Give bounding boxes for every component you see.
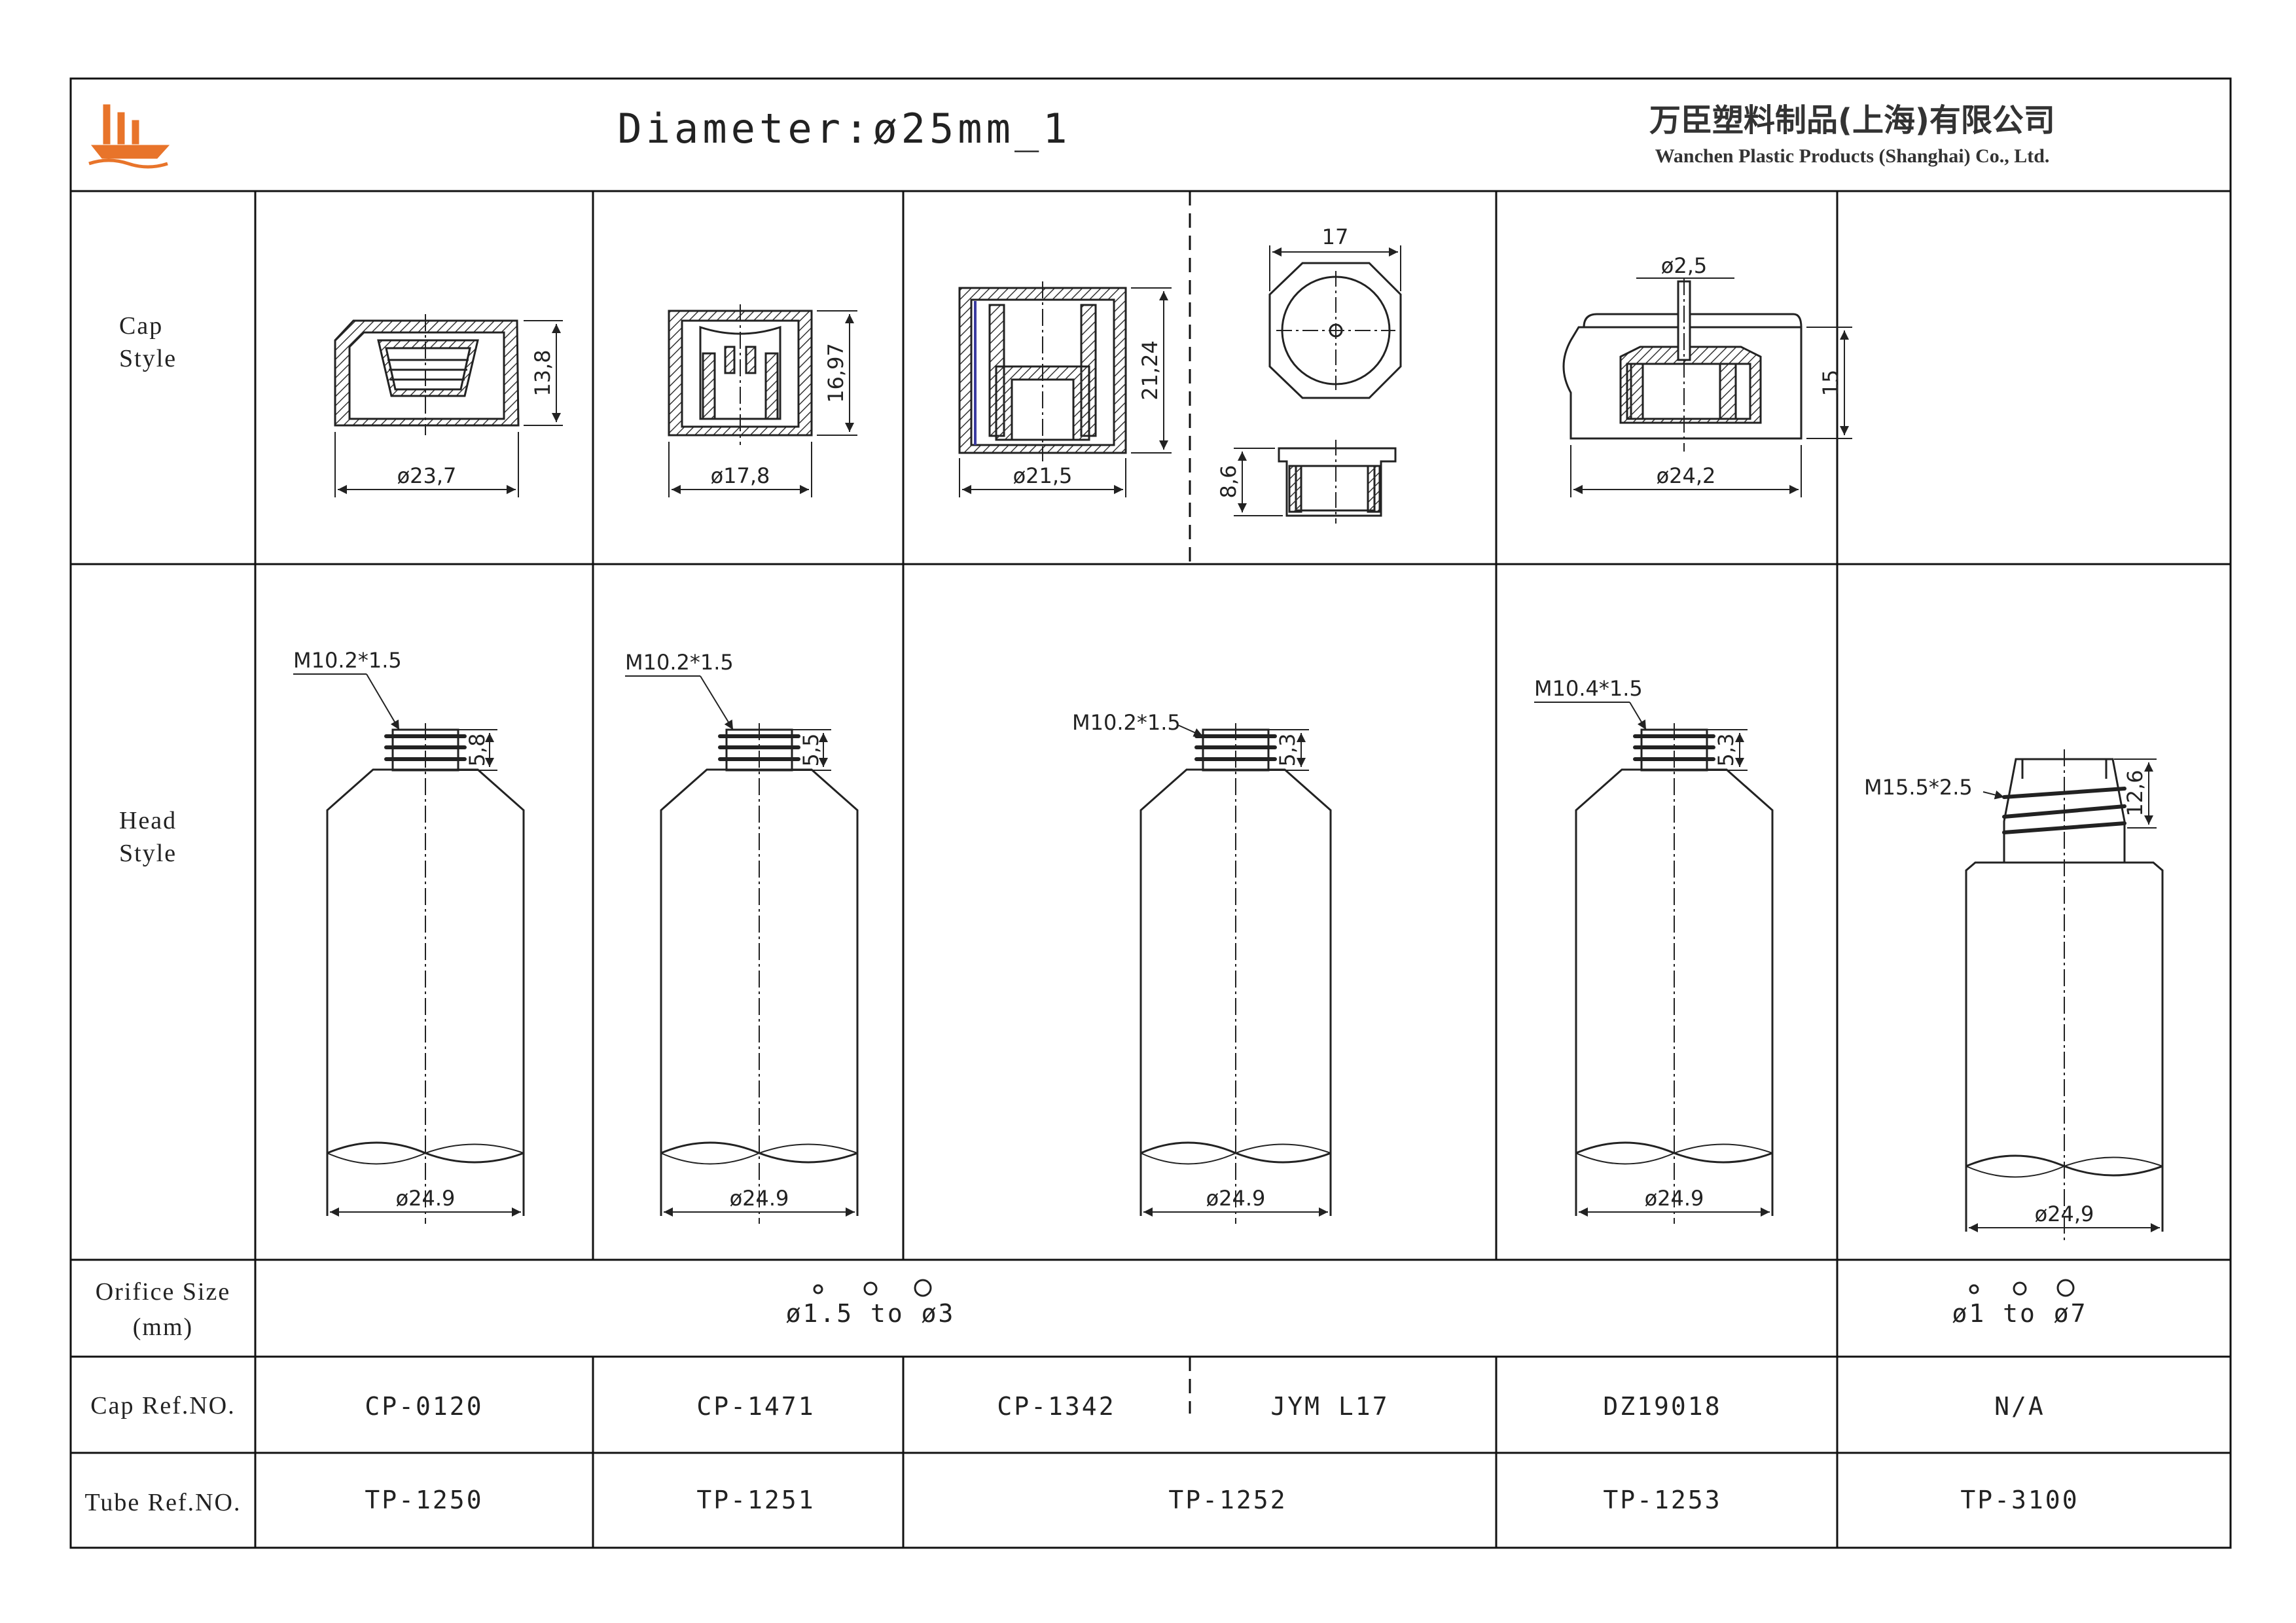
cap-ref-1: CP-0120	[365, 1392, 483, 1421]
cap-1-diameter-label: ø23,7	[397, 463, 457, 488]
tube-ref-1: TP-1250	[365, 1486, 483, 1514]
tube-2-thread-label: M10.2*1.5	[625, 650, 734, 675]
cap-ref-5: DZ19018	[1603, 1392, 1721, 1421]
tube-ref-5: TP-3100	[1960, 1486, 2079, 1514]
row-label-head-style: Head	[119, 807, 177, 834]
tube-3-thread-label: M10.2*1.5	[1072, 710, 1181, 735]
cap-4-dims	[1234, 245, 1401, 516]
tube-4-dims	[1534, 702, 1770, 1217]
cap-ref-3: CP-1342	[997, 1392, 1115, 1421]
table-grid	[69, 77, 2232, 1549]
cap-5-height-label: 15	[1818, 370, 1843, 397]
cap-2-height-label: 16,97	[823, 343, 848, 403]
tube-3-neck-label: 5,3	[1275, 734, 1300, 767]
tube-2-neck-label: 5,5	[798, 734, 823, 767]
cap-1-dims	[334, 320, 563, 497]
cap-drawing-1	[334, 314, 520, 435]
tube-3-dims	[1143, 724, 1328, 1217]
tube-drawing-3	[1139, 723, 1332, 1224]
cap-5-orifice-label: ø2,5	[1661, 253, 1707, 278]
tube-2-dims	[625, 675, 855, 1217]
cap-5-dims	[1570, 277, 1852, 497]
tube-5-thread-label: M15.5*2.5	[1864, 775, 1973, 800]
tube-4-diameter-label: ø24.9	[1645, 1186, 1704, 1211]
tube-5-diameter-label: ø24,9	[2035, 1202, 2094, 1226]
ship-logo-icon	[88, 104, 170, 169]
row-label-tube-ref: Tube Ref.NO.	[85, 1489, 242, 1516]
cap-5-diameter-label: ø24,2	[1657, 463, 1716, 488]
tube-5-neck-label: 12,6	[2123, 770, 2147, 816]
orifice-large-icon-b	[2056, 1279, 2075, 1297]
cap-drawing-4-insert	[1278, 440, 1397, 524]
company-logo	[88, 104, 170, 169]
tube-1-thread-label: M10.2*1.5	[293, 648, 402, 673]
cap-3-dims	[959, 287, 1172, 497]
orifice-circles-b	[1969, 1279, 2075, 1297]
cap-3-diameter-label: ø21,5	[1013, 463, 1073, 488]
cap-drawing-2	[668, 304, 813, 445]
row-label-orifice: Orifice Size	[96, 1278, 231, 1306]
tube-drawing-4	[1575, 723, 1774, 1224]
row-label-head-style-2: Style	[119, 840, 177, 867]
row-label-orifice-unit: (mm)	[133, 1313, 193, 1341]
orifice-range-wide: ø1 to ø7	[1952, 1299, 2087, 1328]
orifice-circles-a	[813, 1279, 932, 1297]
row-label-cap-style-2: Style	[119, 345, 177, 372]
tube-drawing-5	[1965, 749, 2164, 1240]
orifice-large-icon	[914, 1279, 932, 1297]
cap-2-dims	[668, 310, 857, 497]
row-label-cap-ref: Cap Ref.NO.	[90, 1392, 235, 1419]
tube-ref-2: TP-1251	[696, 1486, 815, 1514]
cap-4-width-label: 17	[1322, 224, 1349, 249]
cap-ref-2: CP-1471	[696, 1392, 815, 1421]
row-label-cap-style: Cap	[119, 312, 163, 340]
cap-ref-6: N/A	[1994, 1392, 2045, 1421]
cap-3-height-label: 21,24	[1138, 340, 1162, 401]
orifice-range-standard: ø1.5 to ø3	[786, 1299, 956, 1328]
tube-4-neck-label: 5,3	[1713, 734, 1738, 767]
tube-1-neck-label: 5,8	[465, 734, 490, 767]
tube-1-diameter-label: ø24.9	[396, 1186, 456, 1211]
tube-drawing-2	[660, 723, 859, 1224]
cap-drawing-5	[1562, 278, 1803, 452]
company-name-english: Wanchen Plastic Products (Shanghai) Co.,…	[1655, 145, 2050, 167]
orifice-medium-icon	[863, 1281, 878, 1296]
cap-4-height-label: 8,6	[1216, 465, 1241, 499]
company-name-chinese: 万臣塑料制品(上海)有限公司	[1649, 102, 2055, 139]
tube-4-thread-label: M10.4*1.5	[1534, 676, 1643, 701]
tube-ref-4: TP-1253	[1603, 1486, 1721, 1514]
tube-5-dims	[1969, 758, 2160, 1232]
cap-drawing-3	[958, 281, 1127, 461]
orifice-small-icon	[813, 1284, 823, 1294]
tube-drawing-1	[326, 723, 525, 1224]
tube-2-diameter-label: ø24.9	[730, 1186, 789, 1211]
tube-1-dims	[293, 673, 521, 1217]
tube-3-diameter-label: ø24.9	[1206, 1186, 1266, 1211]
orifice-medium-icon-b	[2013, 1281, 2027, 1296]
tube-ref-3: TP-1252	[1168, 1486, 1287, 1514]
cap-drawing-4-top	[1268, 262, 1402, 399]
cap-ref-4: JYM L17	[1270, 1392, 1389, 1421]
cap-1-height-label: 13,8	[530, 349, 555, 396]
orifice-small-icon-b	[1969, 1284, 1979, 1294]
cap-2-diameter-label: ø17,8	[711, 463, 770, 488]
sheet-title: Diameter:ø25mm_1	[617, 105, 1071, 152]
